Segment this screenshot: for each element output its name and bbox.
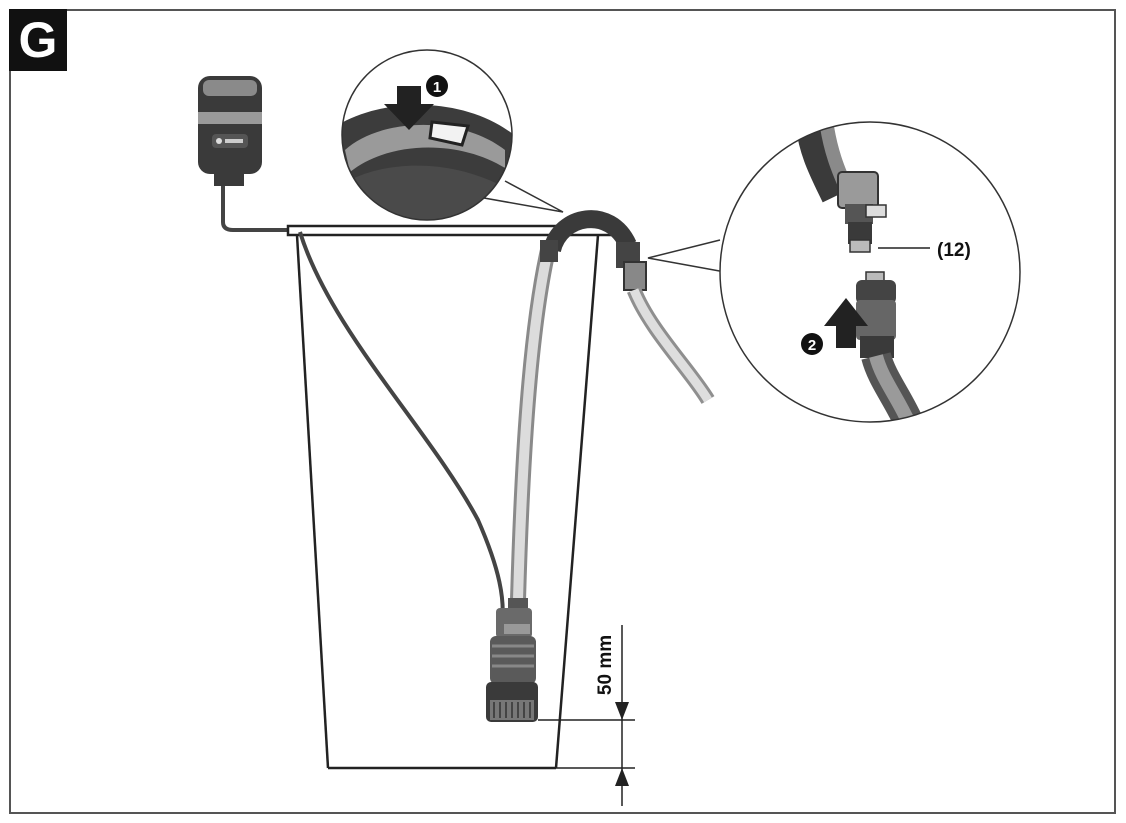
part-number-label: (12) — [937, 240, 971, 261]
step-2-label: 2 — [808, 337, 816, 354]
detail-pointer-left — [483, 180, 564, 213]
step-1-label: 1 — [433, 79, 441, 96]
detail-pointer-right — [647, 239, 726, 273]
bucket — [286, 224, 620, 770]
step-1-marker — [426, 75, 448, 97]
submersible-pump — [486, 598, 538, 722]
detail-circle-hose-connection: (12) 2 — [719, 121, 1021, 423]
step-2-marker — [801, 333, 823, 355]
dimension-50mm: 50 mm — [538, 625, 635, 806]
pump-controller — [198, 76, 295, 232]
figure-frame — [9, 9, 1116, 814]
figure-letter-badge: G — [9, 9, 67, 71]
power-cable — [298, 231, 505, 626]
detail-circle-release: 1 — [341, 49, 513, 221]
dimension-label: 50 mm — [595, 635, 616, 695]
outlet-elbow — [543, 210, 637, 253]
